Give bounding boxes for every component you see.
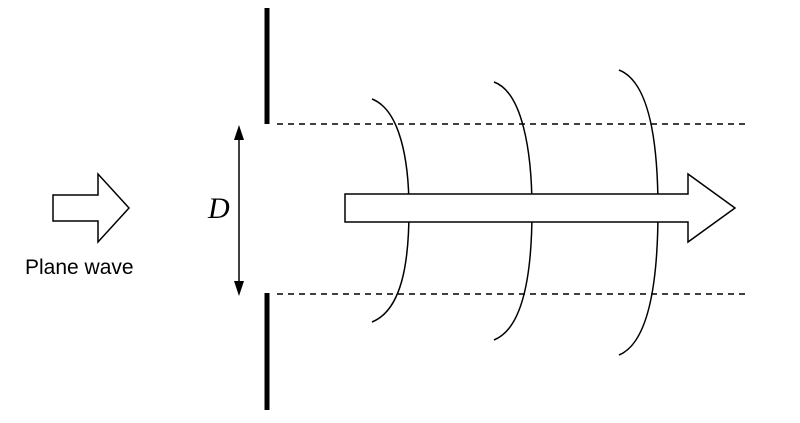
- incident-wave-arrow: [52, 172, 131, 244]
- incident-wave-label: Plane wave: [25, 256, 134, 279]
- aperture-width-label: D: [207, 192, 230, 225]
- aperture-dimension-arrow: [234, 125, 244, 296]
- propagation-arrow: [344, 172, 737, 244]
